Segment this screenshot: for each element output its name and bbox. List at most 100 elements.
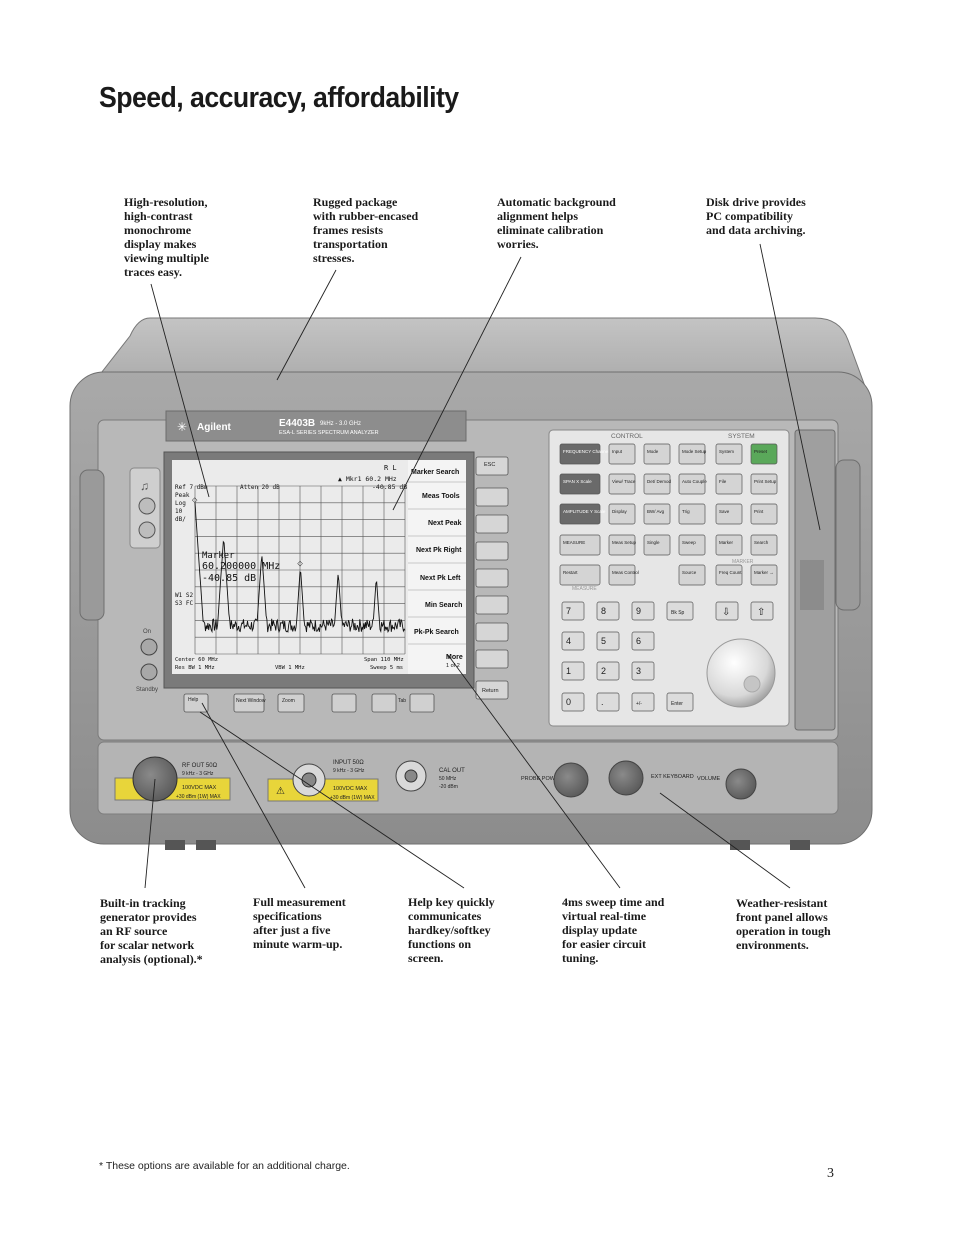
numeric-key[interactable] <box>596 631 620 651</box>
softkey-label[interactable]: Next Peak <box>428 520 462 527</box>
esc-button[interactable] <box>475 456 509 476</box>
return-button[interactable] <box>475 680 509 700</box>
next-window-key[interactable] <box>233 693 265 713</box>
hardkey[interactable] <box>750 534 778 556</box>
hardkey-label: Input <box>612 449 623 454</box>
hardkey[interactable] <box>715 564 743 586</box>
span: Span 110 MHz <box>364 657 404 663</box>
step-down-key[interactable] <box>715 601 739 621</box>
hardkey[interactable] <box>559 473 601 495</box>
volume-knob[interactable] <box>725 768 757 800</box>
hardkey[interactable] <box>608 564 636 586</box>
numeric-key[interactable] <box>631 631 655 651</box>
hardkey[interactable] <box>559 443 601 465</box>
hardkey-label: View/ Trace <box>612 479 636 484</box>
softkey-button-6[interactable] <box>475 622 509 642</box>
numeric-key-label: 9 <box>636 606 641 616</box>
numeric-key[interactable] <box>561 692 585 712</box>
numeric-key-label: 8 <box>601 606 606 616</box>
hardkey[interactable] <box>750 503 778 525</box>
probe-power-port[interactable] <box>553 762 589 798</box>
step-up-key[interactable] <box>750 601 774 621</box>
hardkey[interactable] <box>678 473 706 495</box>
hardkey[interactable] <box>559 534 601 556</box>
help-key[interactable] <box>183 693 209 713</box>
numeric-key[interactable] <box>631 661 655 681</box>
numeric-key[interactable] <box>631 601 655 621</box>
top-button[interactable] <box>138 497 156 515</box>
rf-out-max: 100VDC MAX <box>182 785 217 791</box>
marker-readout-level: -40.85 dB <box>372 483 407 491</box>
softkey-sublabel: 1 of 2 <box>446 663 460 669</box>
page-number: 3 <box>827 1166 834 1181</box>
hardkey[interactable] <box>678 564 706 586</box>
softkey-label[interactable]: Next Pk Left <box>420 575 461 582</box>
hardkey[interactable] <box>643 443 671 465</box>
numeric-key[interactable] <box>596 692 620 712</box>
softkey-button-3[interactable] <box>475 541 509 561</box>
hardkey-label: Single <box>647 540 660 545</box>
numeric-key[interactable] <box>596 601 620 621</box>
marker-title: Marker <box>202 551 235 561</box>
trace-label: S3 FC <box>175 600 193 607</box>
hardkey[interactable] <box>643 503 671 525</box>
hardkey[interactable] <box>559 564 601 586</box>
rotary-knob[interactable] <box>706 638 776 708</box>
hardkey[interactable] <box>643 534 671 556</box>
softkey-button-7[interactable] <box>475 649 509 669</box>
hardkey[interactable] <box>608 503 636 525</box>
numeric-key[interactable] <box>666 692 694 712</box>
footnote: * These options are available for an add… <box>99 1160 350 1172</box>
ref-level: Ref 7 dBm <box>175 484 208 491</box>
softkey-button-1[interactable] <box>475 487 509 507</box>
hardkey[interactable] <box>715 534 743 556</box>
hardkey[interactable] <box>559 503 601 525</box>
ext-keyboard-port[interactable] <box>608 760 644 796</box>
hardkey[interactable] <box>715 443 743 465</box>
softkey-label[interactable]: Marker Search <box>411 469 459 476</box>
rf-out-range: 9 kHz - 3 GHz <box>182 771 214 777</box>
bottom-button[interactable] <box>138 521 156 539</box>
hardkey-label: Source <box>682 570 697 575</box>
hardkey[interactable] <box>608 534 636 556</box>
hardkey[interactable] <box>643 473 671 495</box>
prev-key[interactable] <box>331 693 357 713</box>
hardkey[interactable] <box>750 564 778 586</box>
zoom-key[interactable] <box>277 693 305 713</box>
softkey-button-2[interactable] <box>475 514 509 534</box>
numeric-key[interactable] <box>561 631 585 651</box>
softkey-button-4[interactable] <box>475 568 509 588</box>
disk-drive-slot <box>800 560 824 610</box>
tab-left-key[interactable] <box>371 693 397 713</box>
tab-right-key[interactable] <box>409 693 435 713</box>
numeric-key[interactable] <box>561 661 585 681</box>
page-title: Speed, accuracy, affordability <box>99 82 459 114</box>
help-label: Help <box>188 697 199 703</box>
numeric-key-label: 7 <box>566 606 571 616</box>
hardkey[interactable] <box>715 503 743 525</box>
standby-button[interactable] <box>140 663 158 681</box>
softkey-label[interactable]: Min Search <box>425 602 462 609</box>
hardkey[interactable] <box>678 443 706 465</box>
numeric-key[interactable] <box>666 601 694 621</box>
softkey-label[interactable]: More <box>446 654 463 661</box>
numeric-key[interactable] <box>561 601 585 621</box>
hardkey[interactable] <box>678 503 706 525</box>
numeric-key[interactable] <box>596 661 620 681</box>
on-button[interactable] <box>140 638 158 656</box>
softkey-label[interactable]: Meas Tools <box>422 493 460 500</box>
next-window-label: Next Window <box>236 698 266 704</box>
softkey-label[interactable]: Next Pk Right <box>416 547 462 554</box>
softkey-button-5[interactable] <box>475 595 509 615</box>
hardkey[interactable] <box>608 443 636 465</box>
numeric-key[interactable] <box>631 692 655 712</box>
right-bumper <box>835 459 861 611</box>
hardkey[interactable] <box>608 473 636 495</box>
numeric-key-label: 6 <box>636 636 641 646</box>
hardkey[interactable] <box>750 443 778 465</box>
hardkey[interactable] <box>715 473 743 495</box>
softkey-label[interactable]: Pk-Pk Search <box>414 629 459 636</box>
hardkey[interactable] <box>678 534 706 556</box>
hardkey[interactable] <box>750 473 778 495</box>
hardkey-label: MEASURE <box>563 540 585 545</box>
